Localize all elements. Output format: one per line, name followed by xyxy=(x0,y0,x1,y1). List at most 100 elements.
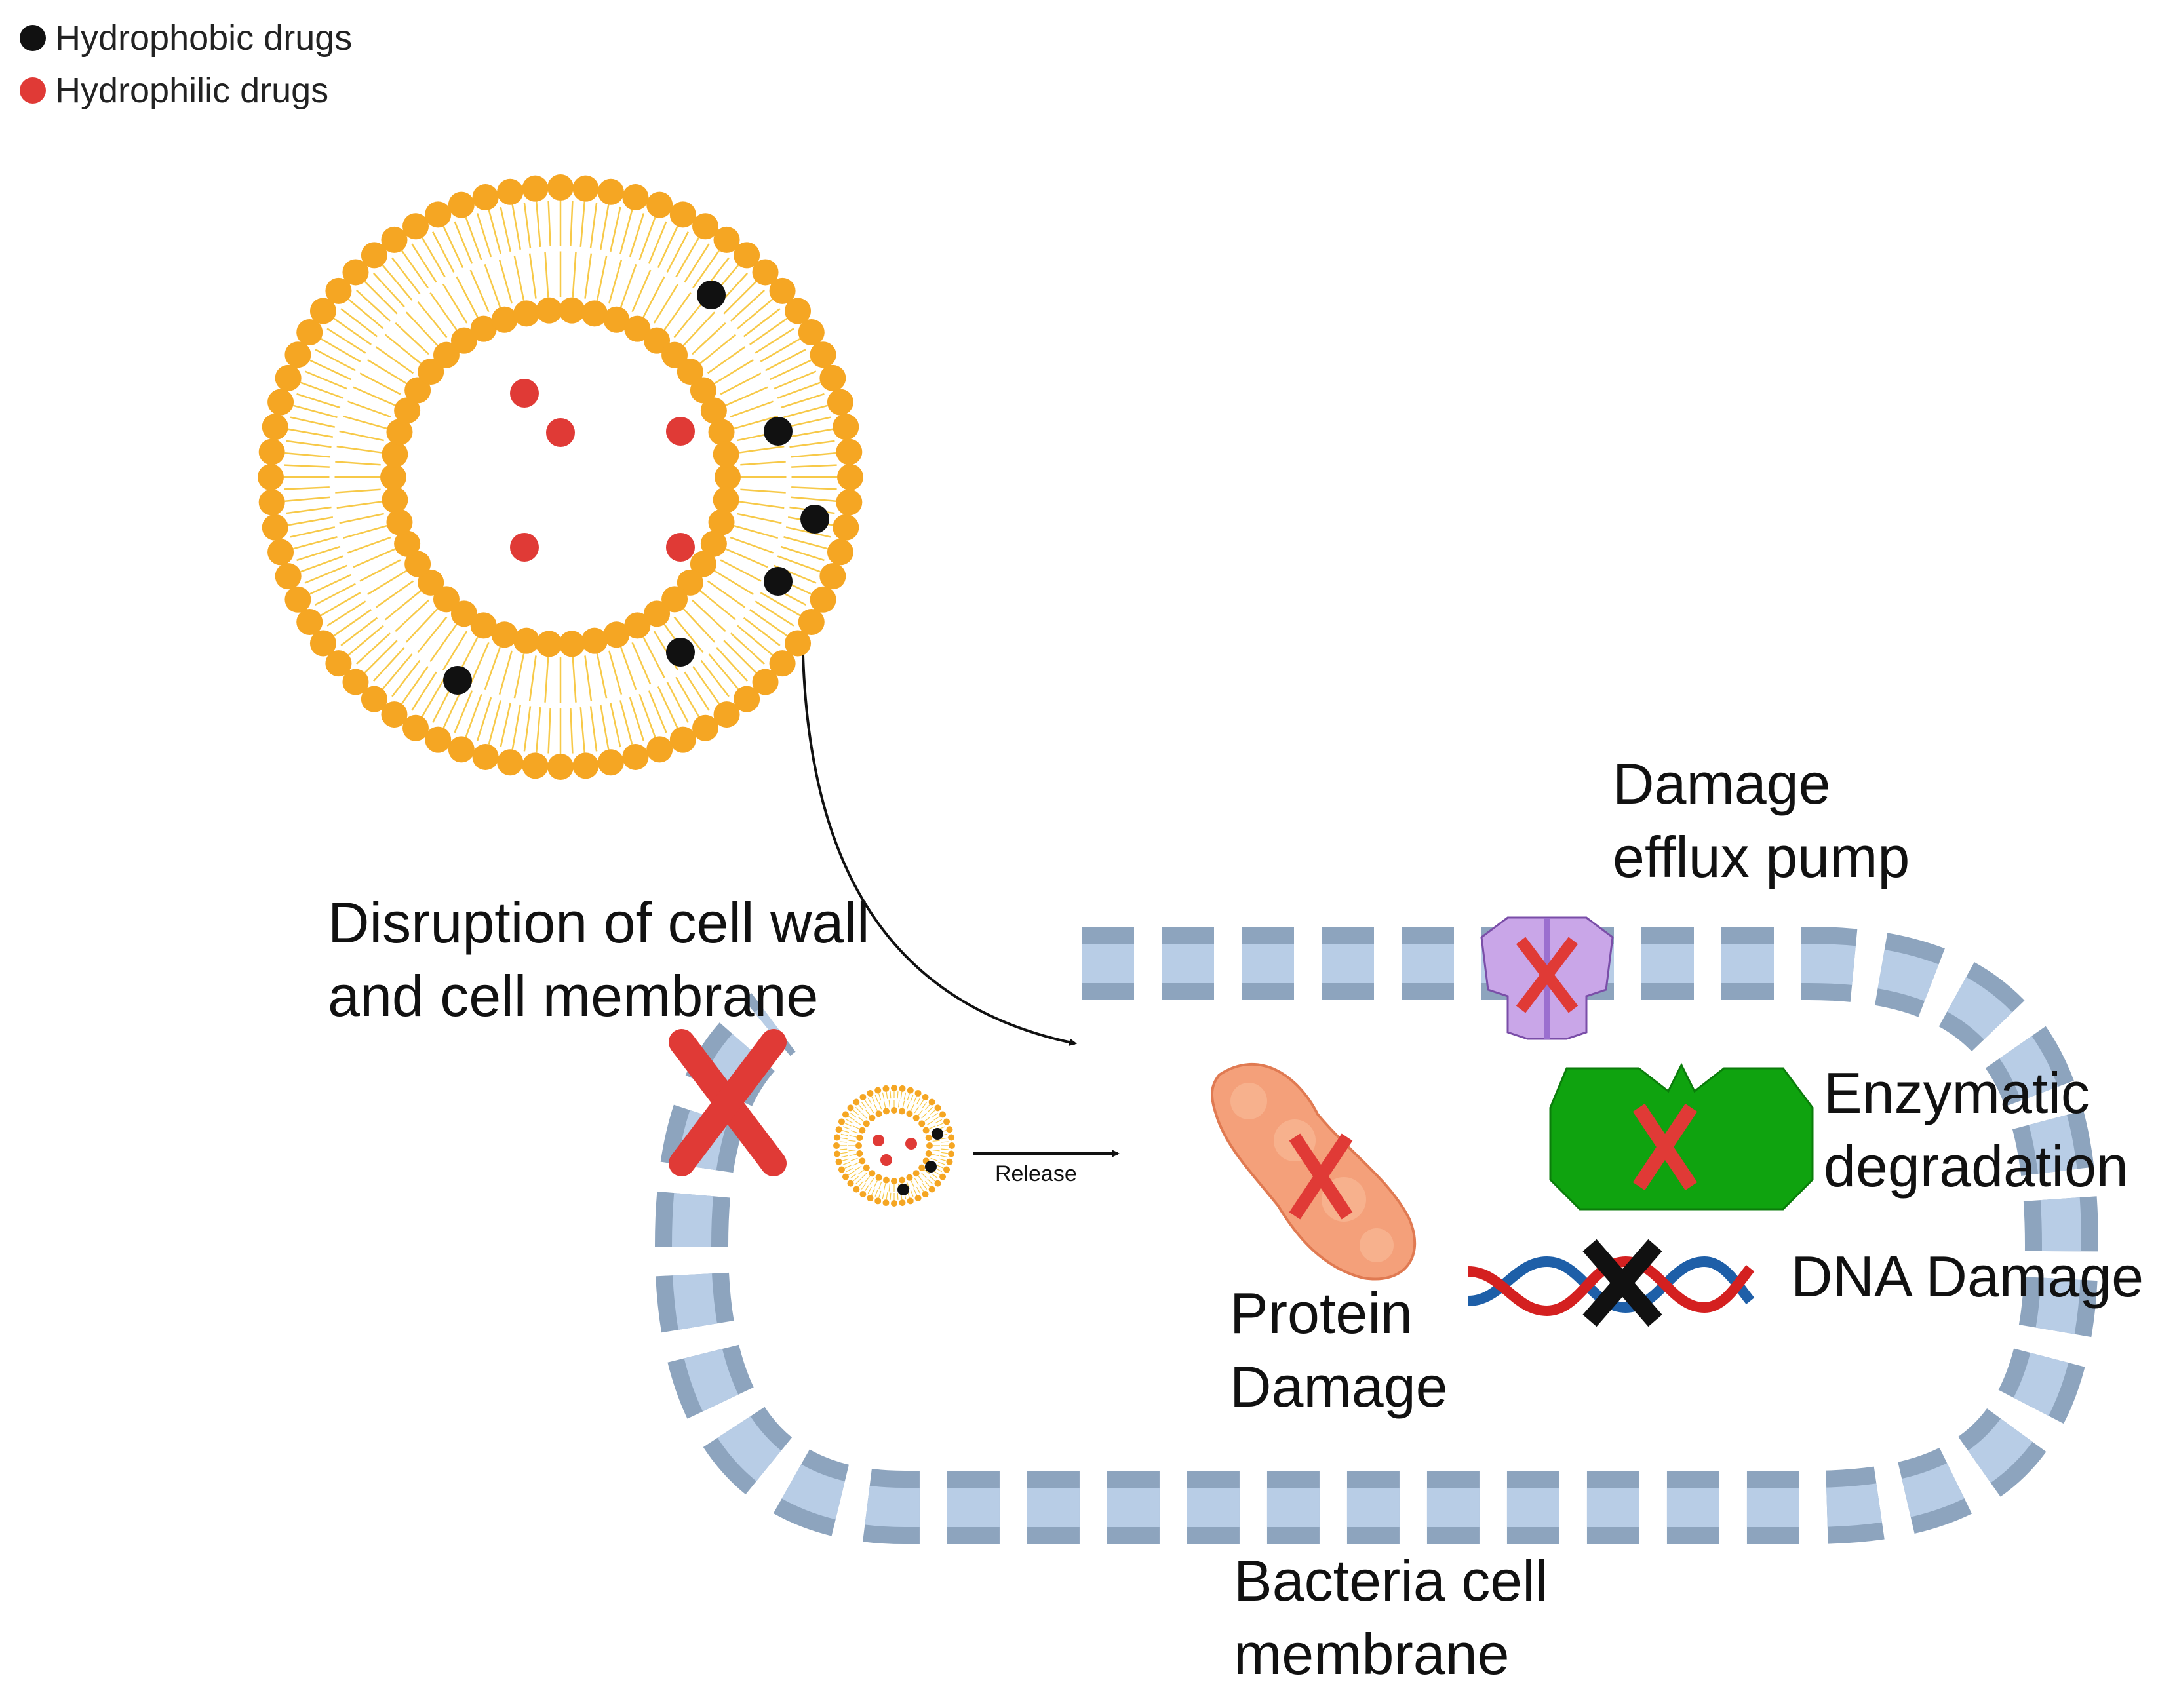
lipid-head xyxy=(835,1158,842,1165)
lipid-head xyxy=(450,327,477,354)
lipid-head xyxy=(258,438,285,465)
lipid-head xyxy=(833,1134,840,1141)
lipid-head xyxy=(912,1114,920,1121)
lipid-head xyxy=(418,359,444,385)
lipid-head xyxy=(836,438,863,465)
lipid-head xyxy=(597,178,624,205)
lipid-head xyxy=(838,1166,845,1173)
lipid-head xyxy=(622,184,649,211)
lipid-head xyxy=(914,1089,922,1097)
lipid-head xyxy=(342,259,369,286)
lipid-head xyxy=(418,569,444,596)
lipid-head xyxy=(700,530,727,557)
lipid-head xyxy=(470,612,497,639)
lipid-head xyxy=(669,726,696,753)
lipid-head xyxy=(856,1134,863,1141)
lipid-head xyxy=(646,191,673,218)
lipid-head xyxy=(914,1195,922,1202)
lipid-head xyxy=(669,201,696,228)
lipid-head xyxy=(859,1157,866,1165)
lipid-head xyxy=(624,612,651,639)
lipid-head xyxy=(361,242,387,269)
lipid-head xyxy=(547,754,574,780)
enzyme-icon xyxy=(1549,1062,1814,1211)
liposome-large xyxy=(258,174,863,780)
lipid-head xyxy=(943,1166,951,1173)
lipid-head xyxy=(715,464,741,490)
lipid-head xyxy=(949,1142,955,1149)
lipid-head xyxy=(325,650,352,677)
lipid-head xyxy=(867,1089,874,1097)
lipid-head xyxy=(692,714,718,741)
lipid-head xyxy=(836,489,863,516)
lipid-head xyxy=(491,621,518,648)
lipid-head xyxy=(690,551,716,577)
lipid-head xyxy=(708,509,735,535)
liposome-small xyxy=(833,1085,955,1207)
lipid-head xyxy=(267,539,294,566)
lipid-head xyxy=(258,464,284,490)
lipid-head xyxy=(267,389,294,416)
lipid-head xyxy=(906,1110,913,1117)
lipid-head xyxy=(381,226,408,253)
lipid-head xyxy=(948,1134,955,1141)
lipid-head xyxy=(833,514,859,541)
lipid-head xyxy=(386,509,413,535)
lipid-head xyxy=(522,175,549,202)
lipid-head xyxy=(381,701,408,728)
lipid-head xyxy=(899,1176,906,1184)
lipid-head xyxy=(934,1104,941,1112)
lipid-head xyxy=(859,1127,866,1134)
lipid-head xyxy=(882,1108,890,1115)
hydrophobic-drug-dot xyxy=(897,1184,909,1195)
lipid-head xyxy=(925,1134,932,1141)
lipid-head xyxy=(559,297,585,324)
lipid-head xyxy=(472,743,499,770)
lipid-head xyxy=(943,1118,951,1125)
lipid-head xyxy=(833,1150,840,1157)
bacteria-cell-membrane xyxy=(654,927,2099,1544)
lipid-head xyxy=(284,586,311,613)
dna-damage-label: DNA Damage xyxy=(1791,1244,2144,1309)
lipid-head xyxy=(572,752,599,779)
legend-label: Hydrophobic drugs xyxy=(55,18,353,58)
lipid-head xyxy=(837,464,863,490)
legend-label: Hydrophilic drugs xyxy=(55,71,329,110)
lipid-head xyxy=(918,1164,926,1171)
lipid-head xyxy=(819,364,846,391)
lipid-head xyxy=(559,631,585,657)
lipid-head xyxy=(842,1173,849,1180)
lipid-head xyxy=(912,1170,920,1177)
efflux-pump-icon xyxy=(1480,916,1614,1040)
lipid-head xyxy=(847,1104,854,1112)
membrane-disruption-cross-icon xyxy=(669,1029,787,1176)
lipid-head xyxy=(798,609,825,635)
lipid-head xyxy=(869,1114,876,1121)
legend: Hydrophobic drugs Hydrophilic drugs xyxy=(20,12,352,117)
lipid-head xyxy=(926,1142,933,1149)
lipid-head xyxy=(547,174,574,201)
hydrophilic-drug-dot xyxy=(873,1135,884,1146)
lipid-head xyxy=(433,341,460,368)
lipid-head xyxy=(296,609,323,635)
lipid-head xyxy=(875,1110,882,1117)
lipid-head xyxy=(922,1093,929,1100)
lipid-head xyxy=(713,486,739,513)
hydrophilic-drug-dot xyxy=(510,379,539,408)
lipid-head xyxy=(402,714,429,741)
lipid-head xyxy=(472,184,499,211)
lipid-head xyxy=(769,650,796,677)
lipid-head xyxy=(859,1191,867,1198)
hydrophilic-drug-dot xyxy=(666,533,695,562)
lipid-head xyxy=(869,1170,876,1177)
lipid-head xyxy=(622,743,649,770)
lipid-head xyxy=(835,1126,842,1133)
lipid-head xyxy=(874,1197,882,1205)
lipid-head xyxy=(810,341,836,368)
lipid-head xyxy=(948,1150,955,1157)
lipid-head xyxy=(536,297,562,324)
hydrophobic-drug-dot xyxy=(666,638,695,667)
hydrophilic-drug-dot xyxy=(546,418,575,447)
enzymatic-label: Enzymatic degradation xyxy=(1824,1060,2128,1199)
lipid-head xyxy=(597,749,624,776)
